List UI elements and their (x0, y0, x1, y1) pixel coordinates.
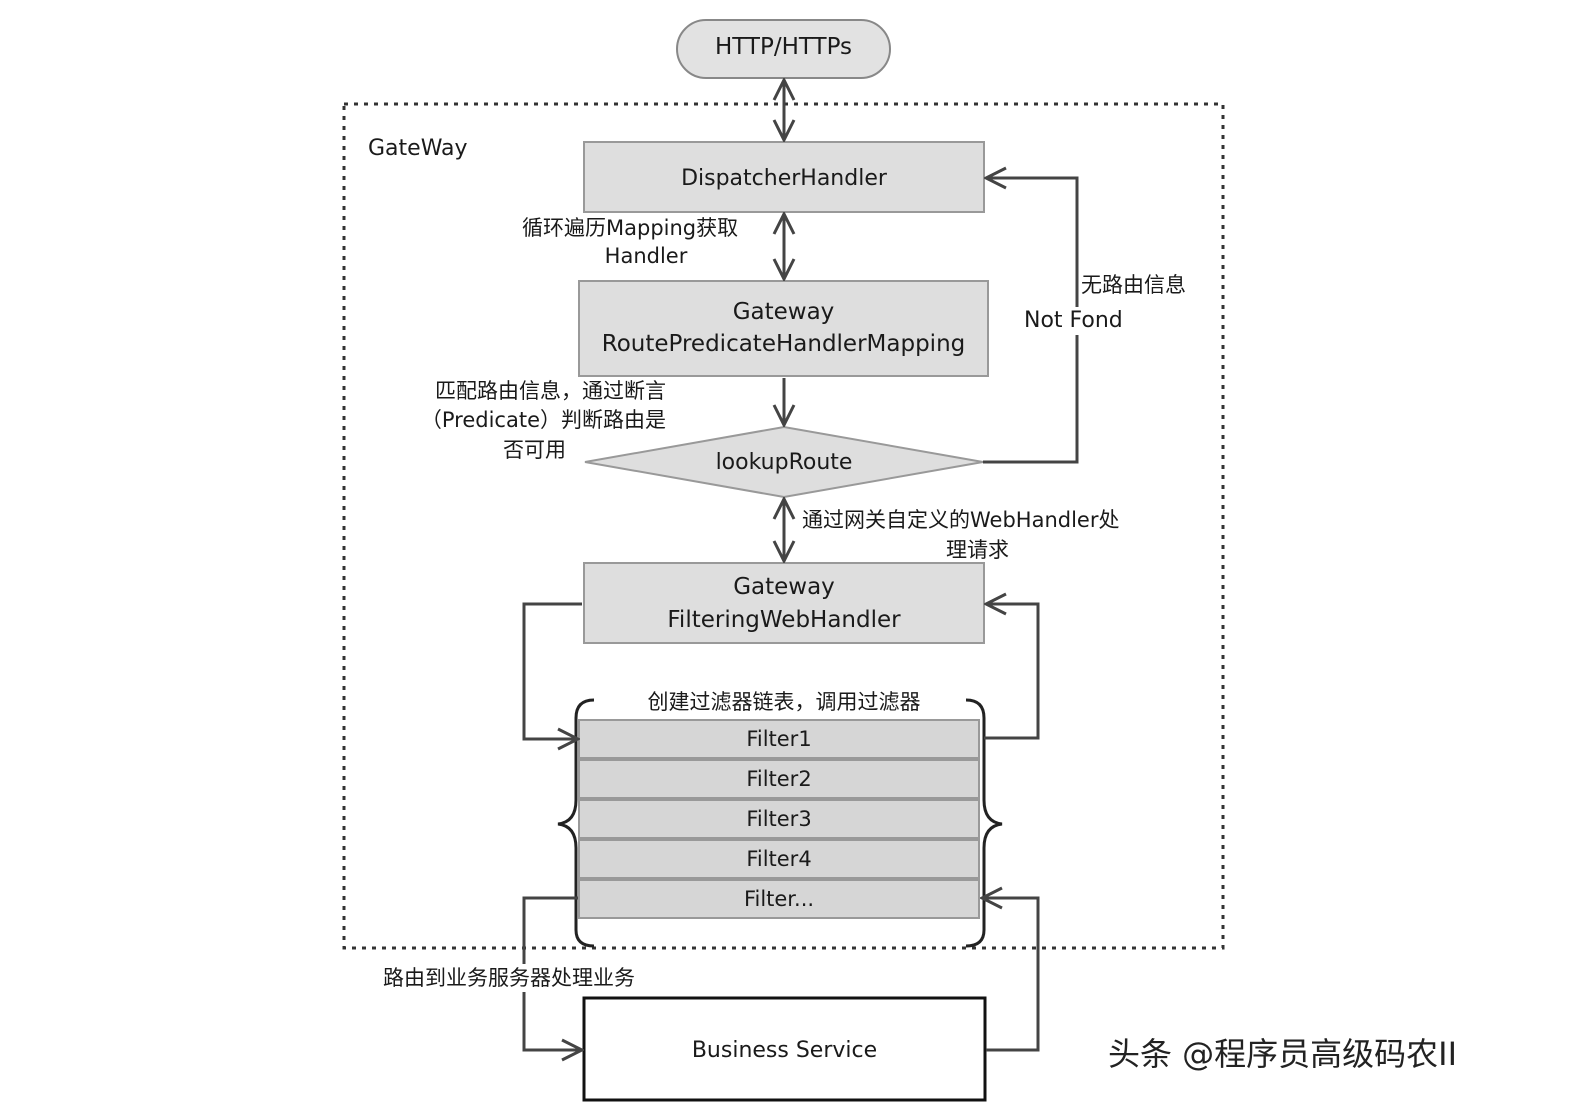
filtering-label-2: FilteringWebHandler (667, 607, 901, 633)
dispatcher-box (583, 141, 985, 213)
route-business-label: 路由到业务服务器处理业务 (383, 964, 635, 992)
watermark-text: 头条 @程序员高级码农II (1108, 1035, 1458, 1073)
filter-row-3 (578, 799, 980, 839)
left-brace (557, 698, 595, 948)
match-route-label-3: 否可用 (503, 438, 566, 462)
match-route-label-2: （Predicate）判断路由是 (420, 408, 666, 432)
gateway-label: GateWay (368, 136, 468, 161)
not-found-label: Not Fond (1024, 307, 1123, 335)
filter-chain-label: 创建过滤器链表，调用过滤器 (641, 688, 927, 716)
business-box (582, 996, 987, 1102)
filter-label-4: Filter4 (746, 847, 812, 871)
mapping-label-2: RoutePredicateHandlerMapping (601, 331, 966, 357)
filter-row-4 (578, 839, 980, 879)
filter-label-5: Filter... (743, 887, 815, 911)
filter-label-2: Filter2 (746, 767, 812, 791)
match-route-label-1: 匹配路由信息，通过断言 (435, 379, 666, 403)
filtering-label-1: Gateway (733, 574, 835, 600)
loop-mapping-label-1: 循环遍历Mapping获取 (522, 216, 739, 240)
http-label: HTTP/HTTPs (714, 34, 853, 60)
lookup-label: lookupRoute (715, 450, 853, 475)
filter-row-5 (578, 879, 980, 919)
right-brace (965, 698, 1003, 948)
business-to-filters-arrow (982, 898, 1040, 1052)
dispatcher-label: DispatcherHandler (681, 166, 887, 191)
filtering-to-filters-arrow (522, 602, 582, 739)
filter-label-1: Filter1 (746, 727, 812, 751)
mapping-label-1: Gateway (732, 299, 835, 325)
loop-mapping-label-2: Handler (604, 244, 688, 268)
filter-label-3: Filter3 (746, 807, 812, 831)
filtering-box (583, 562, 985, 644)
webhandler-label-1: 通过网关自定义的WebHandler处 (802, 508, 1120, 532)
business-label: Business Service (691, 1038, 878, 1063)
gateway-boundary (342, 102, 1225, 950)
webhandler-label-2: 理请求 (946, 538, 1009, 562)
filters-to-filtering-arrow (984, 604, 1040, 740)
filter-row-2 (578, 759, 980, 799)
no-route-label: 无路由信息 (1081, 273, 1186, 297)
mapping-box (578, 280, 989, 377)
